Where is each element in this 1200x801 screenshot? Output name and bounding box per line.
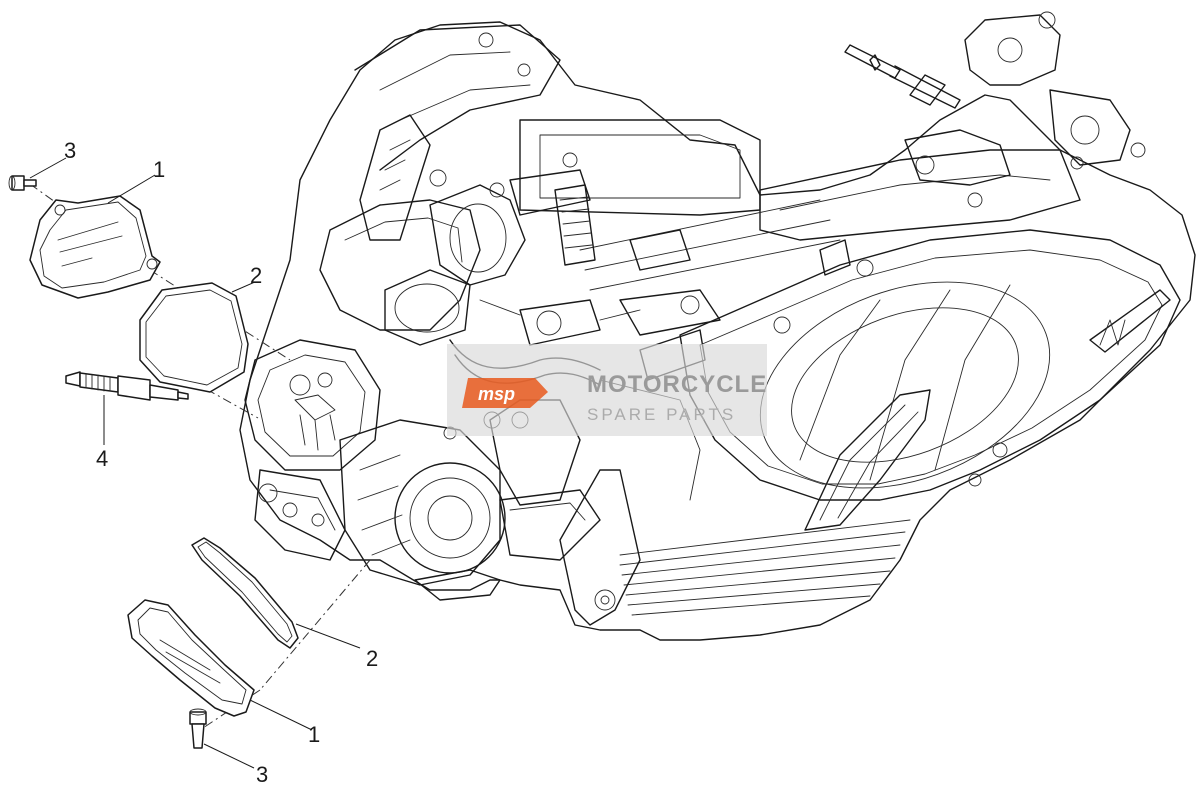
watermark: msp MOTORCYCLE SPARE PARTS [447, 344, 767, 436]
callout-labels: 3 1 2 4 2 1 3 [64, 138, 378, 787]
cap-screw-bottom-part [189, 708, 207, 749]
callout-cap-screw-bottom: 3 [256, 762, 268, 787]
watermark-logo-text: msp [478, 384, 515, 404]
watermark-logo [462, 378, 548, 408]
callout-gasket-bottom: 2 [366, 646, 378, 671]
callout-spark-plug: 4 [96, 446, 108, 471]
watermark-line2: SPARE PARTS [587, 405, 736, 424]
callout-cap-screw-top: 3 [64, 138, 76, 163]
engine-assembly [239, 11, 1196, 641]
cap-screw-top-part [8, 175, 37, 191]
head-cover-top-part [29, 195, 161, 299]
gasket-bottom-part [191, 537, 299, 649]
head-cover-bottom-part [127, 599, 255, 717]
callout-cover-top: 1 [153, 157, 165, 182]
gasket-top-part [139, 282, 249, 393]
watermark-line1: MOTORCYCLE [587, 371, 767, 398]
spark-plug-part [65, 371, 189, 401]
callout-gasket-top: 2 [250, 263, 262, 288]
callout-cover-bottom: 1 [308, 722, 320, 747]
leader-lines [29, 157, 361, 769]
